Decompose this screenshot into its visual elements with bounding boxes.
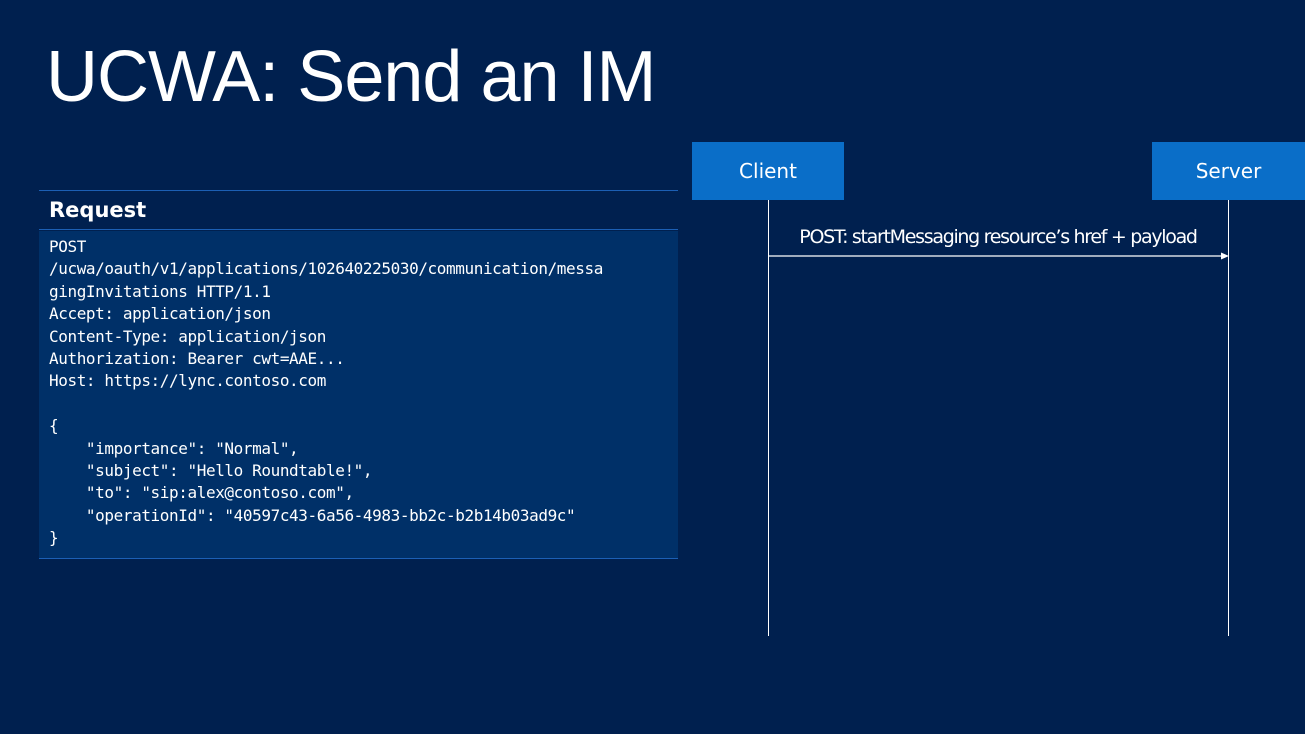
slide-title: UCWA: Send an IM	[46, 37, 657, 117]
request-code: POST /ucwa/oauth/v1/applications/1026402…	[49, 237, 603, 548]
client-actor-box: Client	[692, 142, 844, 200]
message-arrow-head	[1221, 252, 1229, 260]
message-label: POST: startMessaging resource’s href + p…	[799, 226, 1198, 248]
request-panel: Request POST /ucwa/oauth/v1/applications…	[39, 190, 678, 559]
message-arrow	[768, 252, 1229, 260]
server-actor-box: Server	[1152, 142, 1305, 200]
request-body: POST /ucwa/oauth/v1/applications/1026402…	[39, 231, 678, 558]
request-header: Request	[39, 191, 678, 230]
server-lifeline	[1228, 200, 1229, 636]
client-lifeline	[768, 200, 769, 636]
